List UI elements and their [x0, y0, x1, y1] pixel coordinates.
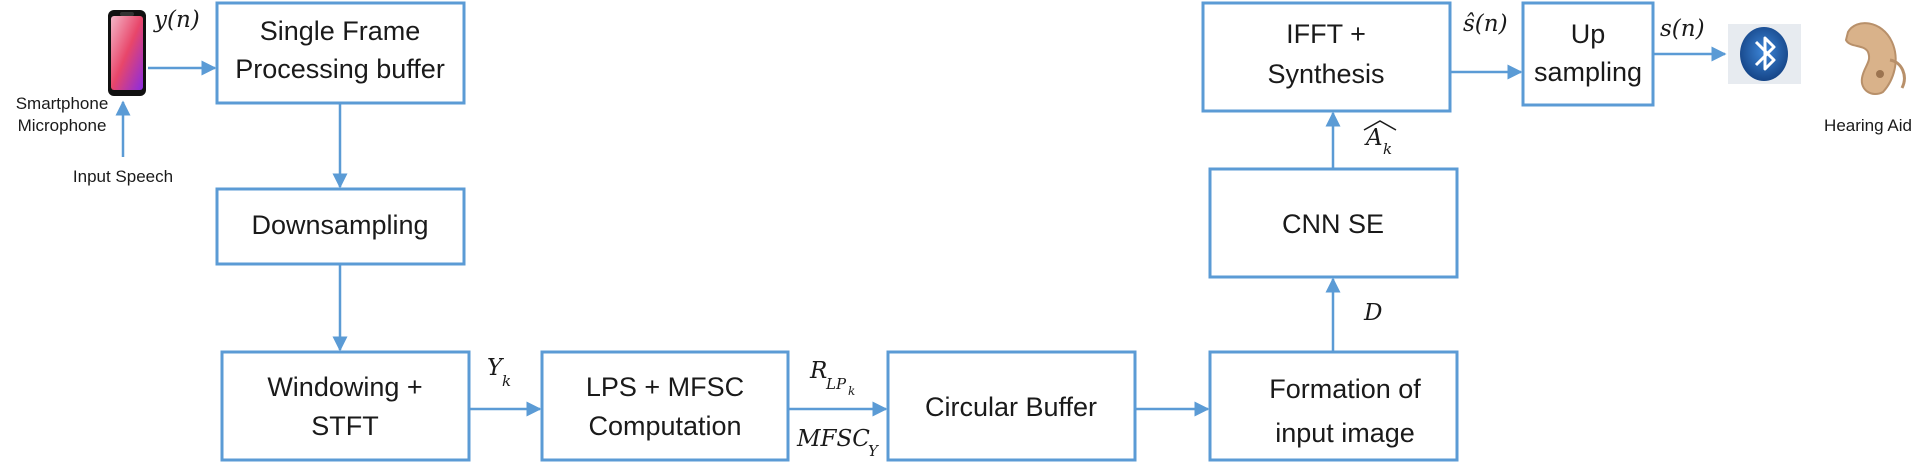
svg-text:k: k — [848, 384, 855, 398]
svg-text:LPS + MFSC: LPS + MFSC — [586, 372, 744, 402]
svg-text:Computation: Computation — [588, 411, 741, 441]
windowing-stft-block: Windowing + STFT — [220, 350, 471, 462]
signal-D: D — [1363, 300, 1382, 326]
signal-R-LP-k: R LP k — [809, 358, 855, 398]
ifft-synthesis-block: IFFT + Synthesis — [1201, 1, 1452, 113]
svg-text:Downsampling: Downsampling — [251, 210, 428, 240]
frame-buffer-block: Single Frame Processing buffer — [215, 1, 466, 105]
svg-text:input image: input image — [1275, 418, 1415, 448]
lps-mfsc-block: LPS + MFSC Computation — [540, 350, 790, 462]
signal-s-n: s(n) — [1660, 16, 1705, 42]
svg-text:k: k — [1383, 140, 1392, 158]
svg-text:Formation of: Formation of — [1269, 374, 1421, 404]
svg-text:IFFT +: IFFT + — [1286, 19, 1366, 49]
signal-MFSC-Y: MFSC Y — [796, 426, 880, 460]
formation-input-image-block: Formation of input image — [1208, 350, 1459, 462]
svg-text:Up: Up — [1571, 19, 1606, 49]
svg-text:Processing buffer: Processing buffer — [235, 54, 445, 84]
svg-text:Circular Buffer: Circular Buffer — [925, 392, 1097, 422]
svg-text:Windowing +: Windowing + — [267, 372, 422, 402]
svg-text:Y: Y — [487, 355, 505, 381]
bluetooth-icon — [1728, 24, 1801, 84]
signal-y-n: y(n) — [153, 7, 200, 33]
svg-text:Synthesis: Synthesis — [1267, 59, 1384, 89]
svg-text:CNN SE: CNN SE — [1282, 209, 1384, 239]
svg-text:LP: LP — [825, 375, 847, 393]
hearing-aid-icon — [1844, 22, 1906, 96]
svg-text:Microphone: Microphone — [18, 116, 107, 135]
downsampling-block: Downsampling — [215, 187, 466, 266]
signal-A-hat-k: A k — [1363, 120, 1397, 158]
svg-text:Single Frame: Single Frame — [260, 16, 421, 46]
upsampling-block: Up sampling — [1521, 1, 1655, 107]
svg-text:MFSC: MFSC — [796, 426, 870, 452]
svg-text:k: k — [502, 372, 511, 390]
hearing-aid-label: Hearing Aid — [1824, 116, 1912, 135]
circular-buffer-block: Circular Buffer — [886, 350, 1137, 462]
svg-text:STFT: STFT — [311, 411, 379, 441]
svg-text:Y: Y — [868, 442, 880, 460]
signal-Y-k: Y k — [487, 355, 511, 390]
smartphone-icon — [108, 10, 146, 96]
cnn-se-block: CNN SE — [1208, 167, 1459, 279]
signal-s-hat-n: ŝ(n) — [1463, 11, 1508, 37]
svg-text:R: R — [809, 358, 827, 384]
input-speech-label: Input Speech — [73, 167, 173, 186]
svg-text:A: A — [1364, 125, 1383, 151]
smartphone-caption: Smartphone Microphone — [16, 94, 109, 135]
svg-text:sampling: sampling — [1534, 57, 1642, 87]
svg-text:Smartphone: Smartphone — [16, 94, 109, 113]
